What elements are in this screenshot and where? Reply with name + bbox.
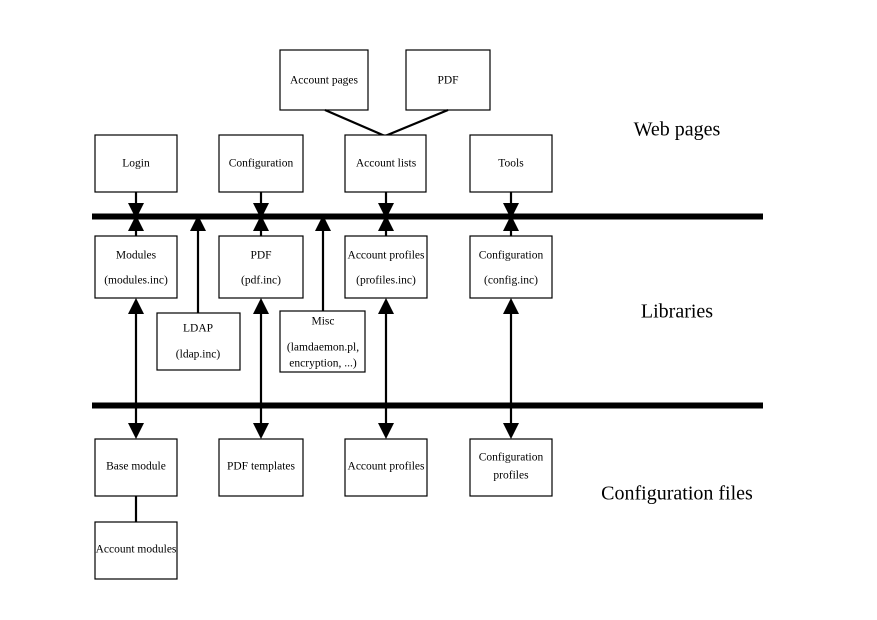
node-account-lists-label: Account lists [356,158,417,170]
section-label-libraries: Libraries [641,301,713,323]
node-pdf-top-label: PDF [437,75,458,87]
node-pdf-templates-label: PDF templates [227,461,296,473]
node-account-pages-label: Account pages [290,75,359,87]
connector-account-profiles-lib-to-file [378,298,394,439]
node-configuration-profiles-file-label-line1: Configuration [479,452,544,464]
connector-configuration-page-to-bar [253,192,269,219]
node-account-profiles-lib: Account profiles (profiles.inc) [344,235,428,299]
node-account-profiles-file-label: Account profiles [348,461,425,473]
node-configuration-page-label: Configuration [229,158,294,170]
node-account-profiles-lib-sublabel: (profiles.inc) [356,275,416,287]
node-configuration-page: Configuration [218,134,304,193]
node-configuration-lib-sublabel: (config.inc) [484,275,538,287]
connector-pdf-lib-to-pdf-templates [253,298,269,439]
node-modules-lib: Modules (modules.inc) [94,235,178,299]
node-account-profiles-lib-label: Account profiles [348,250,425,262]
node-login: Login [94,134,178,193]
connector-tools-to-bar [503,192,519,219]
connector-pdf-lib-to-bar [253,215,269,236]
section-label-configuration-files: Configuration files [601,483,753,505]
node-tools: Tools [469,134,553,193]
node-base-module: Base module [94,438,178,497]
node-ldap-lib-label: LDAP [183,323,213,335]
connector-ldap-to-bar [190,215,206,313]
node-account-lists: Account lists [344,134,427,193]
node-tools-label: Tools [498,158,524,170]
connector-configuration-lib-to-bar [503,215,519,236]
node-misc-lib: Misc (lamdaemon.pl, encryption, ...) [279,310,366,373]
section-label-web-pages: Web pages [634,119,721,141]
connector-configuration-lib-to-file [503,298,519,439]
connector-account-profiles-lib-to-bar [378,215,394,236]
connector-pdf-top-to-account-lists [384,108,449,138]
node-account-modules-label: Account modules [96,544,177,556]
connector-account-lists-to-bar [378,192,394,219]
node-configuration-lib-label: Configuration [479,250,544,262]
node-modules-lib-label: Modules [116,250,157,262]
connector-login-to-bar [128,192,144,219]
node-misc-lib-label: Misc [312,316,335,328]
node-configuration-profiles-file: Configuration profiles [469,438,553,497]
node-login-label: Login [122,158,150,170]
node-pdf-lib-sublabel: (pdf.inc) [241,275,281,287]
node-pdf-templates: PDF templates [218,438,304,497]
node-configuration-lib: Configuration (config.inc) [469,235,553,299]
node-ldap-lib: LDAP (ldap.inc) [156,312,241,371]
connector-modules-to-base-module [128,298,144,439]
node-pdf-lib-label: PDF [250,250,271,262]
connector-account-pages-to-account-lists [324,108,386,138]
node-configuration-profiles-file-label-line2: profiles [493,470,529,482]
connector-modules-to-bar [128,215,144,236]
node-pdf-top: PDF [405,49,491,111]
node-misc-lib-sublabel-line2: encryption, ...) [289,358,357,370]
node-ldap-lib-sublabel: (ldap.inc) [176,349,221,361]
node-account-modules: Account modules [94,521,178,580]
node-account-profiles-file: Account profiles [344,438,428,497]
node-misc-lib-sublabel-line1: (lamdaemon.pl, [287,342,359,354]
node-modules-lib-sublabel: (modules.inc) [104,275,168,287]
node-account-pages: Account pages [279,49,369,111]
node-pdf-lib: PDF (pdf.inc) [218,235,304,299]
connector-misc-to-bar [315,215,331,311]
node-base-module-label: Base module [106,461,166,473]
